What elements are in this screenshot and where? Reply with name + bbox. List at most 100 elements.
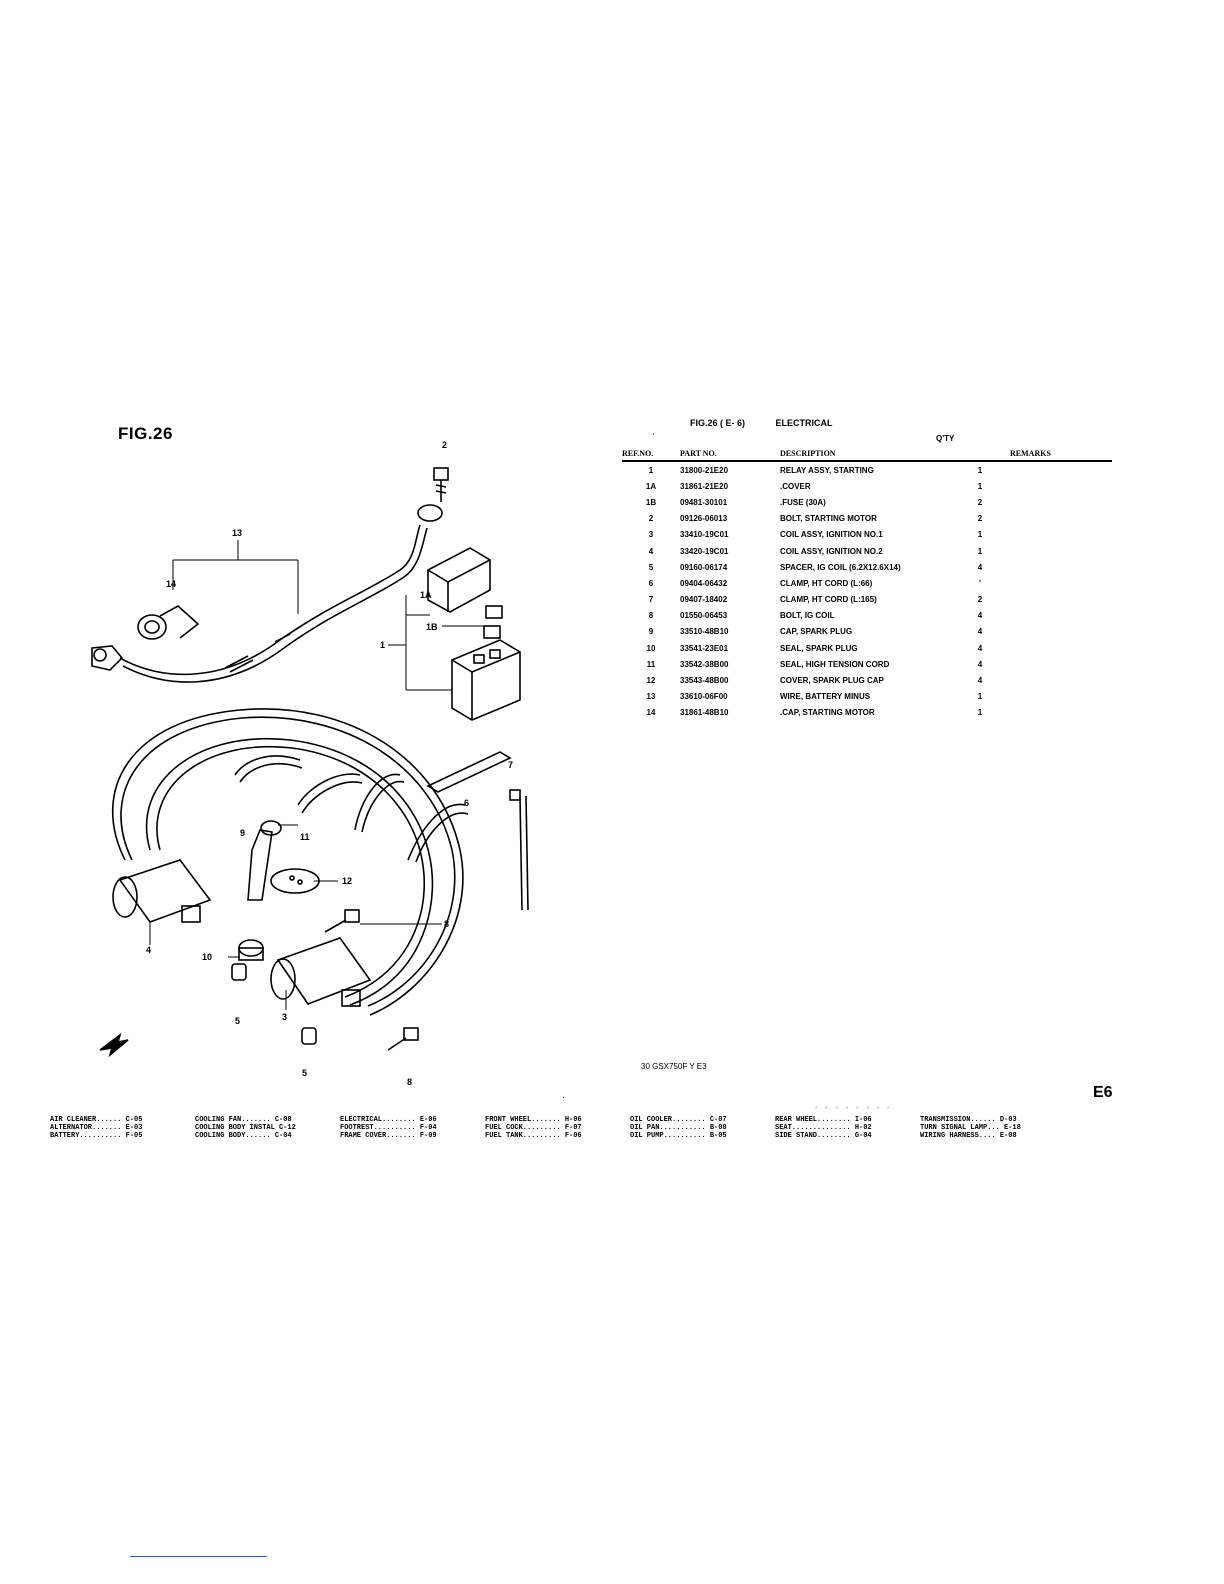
part-no-cell: 33541-23E01 [680,643,729,653]
part-no-cell: 33542-38B00 [680,659,729,669]
callout-2: 2 [442,440,447,450]
ref-no-cell: 13 [646,692,656,702]
parts-list-heading: FIG.26 ( E- 6) ELECTRICAL [690,418,861,428]
remarks-cell [1010,527,1112,543]
remarks-cell [1010,478,1112,494]
footer-dot: . [562,1090,565,1101]
callout-8-lower: 8 [407,1077,412,1087]
qty-cell: 1 [977,530,983,540]
qty-cell: 1 [977,708,983,718]
qty-cell: 4 [977,611,983,621]
fuse-30a [483,625,501,639]
callout-4: 4 [146,945,151,955]
high-tension-cords [111,708,469,1016]
index-entry: COOLING BODY INSTAL C-12 [195,1124,296,1132]
index-entry: FOOTREST.......... F-04 [340,1124,437,1132]
description-cell: RELAY ASSY, STARTING [780,465,874,475]
starting-motor-cap [137,605,200,640]
ref-no-cell: 14 [646,708,656,718]
part-no-cell: 33510-48B10 [680,627,729,637]
bottom-rule [130,1556,267,1557]
index-row: AIR CLEANER...... C-05 COOLING FAN.......… [50,1116,1090,1124]
ignition-coil-no1 [270,937,372,1007]
description-cell: CLAMP, HT CORD (L:66) [780,578,873,588]
header-description: DESCRIPTION [780,448,950,462]
part-no-cell: 33410-19C01 [680,530,729,540]
description-cell: BOLT, IG COIL [780,611,835,621]
index-entry: ELECTRICAL........ E-06 [340,1116,437,1124]
index-entry: FUEL COCK......... F-07 [485,1124,582,1132]
part-no-cell: 09404-06432 [680,578,728,588]
callout-7: 7 [508,760,513,770]
front-direction-arrow-icon [99,1032,129,1058]
ref-no-cell: 4 [648,546,654,556]
part-no-cell: 09126-06013 [680,514,728,524]
ref-no-cell: 12 [646,676,656,686]
callout-5-left: 5 [235,1016,240,1026]
callout-12: 12 [342,876,352,886]
part-no-cell: 09160-06174 [680,562,728,572]
remarks-cell [1010,640,1112,656]
callout-5-bottom: 5 [302,1068,307,1078]
remarks-cell [1010,461,1112,478]
remarks-cell [1010,705,1112,721]
remarks-cell [1010,656,1112,672]
callout-13: 13 [232,528,242,538]
index-entry: SEAT.............. H-02 [775,1124,872,1132]
index-entry: COOLING FAN....... C-08 [195,1116,292,1124]
ref-no-cell: 2 [648,514,654,524]
callout-6: 6 [464,798,469,808]
description-cell: CAP, SPARK PLUG [780,627,853,637]
starting-relay-assembly [427,547,521,721]
qty-header: Q'TY [936,434,955,443]
ht-cord-clamp-short [426,751,512,793]
callout-1b: 1B [426,622,438,632]
description-cell: .FUSE (30A) [780,497,826,507]
index-entry: FUEL TANK......... F-06 [485,1132,582,1140]
part-no-cell: 09481-30101 [680,497,728,507]
qty-cell: 1 [977,546,983,556]
bolt-starting-motor [433,467,449,502]
index-entry: SIDE STAND........ G-04 [775,1132,872,1140]
callout-1: 1 [380,640,385,650]
index-entry: AIR CLEANER...... C-05 [50,1116,143,1124]
callout-leaders [149,540,484,1010]
ignition-coil-no2 [112,859,212,923]
ref-no-cell: 9 [648,627,654,637]
header-part-no: PART NO. [680,448,780,462]
callout-9: 9 [240,828,245,838]
ig-coil-bolt-1 [324,909,360,933]
qty-cell: 2 [977,514,983,524]
description-cell: BOLT, STARTING MOTOR [780,514,877,524]
ig-coil-bolt-2 [387,1027,419,1051]
header-qty [950,448,1010,462]
qty-cell: 4 [977,627,983,637]
part-no-cell: 33543-48B00 [680,676,729,686]
callout-8-upper: 8 [444,919,449,929]
parts-table-header: REF.NO. PART NO. DESCRIPTION REMARKS [622,448,1112,462]
remarks-cell [1010,494,1112,510]
qty-cell: 4 [977,643,983,653]
qty-cell: 4 [977,659,983,669]
remarks-cell [1010,624,1112,640]
section-index: AIR CLEANER...... C-05 COOLING FAN.......… [50,1116,1090,1140]
qty-cell: 1 [977,481,983,491]
callout-3: 3 [282,1012,287,1022]
description-cell: COVER, SPARK PLUG CAP [780,676,884,686]
header-remarks: REMARKS [1010,448,1112,462]
index-entry: OIL COOLER........ C-07 [630,1116,727,1124]
remarks-cell [1010,559,1112,575]
qty-cell: ' [979,578,981,588]
ref-no-cell: 1A [645,481,657,491]
figure-label: FIG.26 [118,424,173,443]
spark-plug-cap [238,820,282,961]
